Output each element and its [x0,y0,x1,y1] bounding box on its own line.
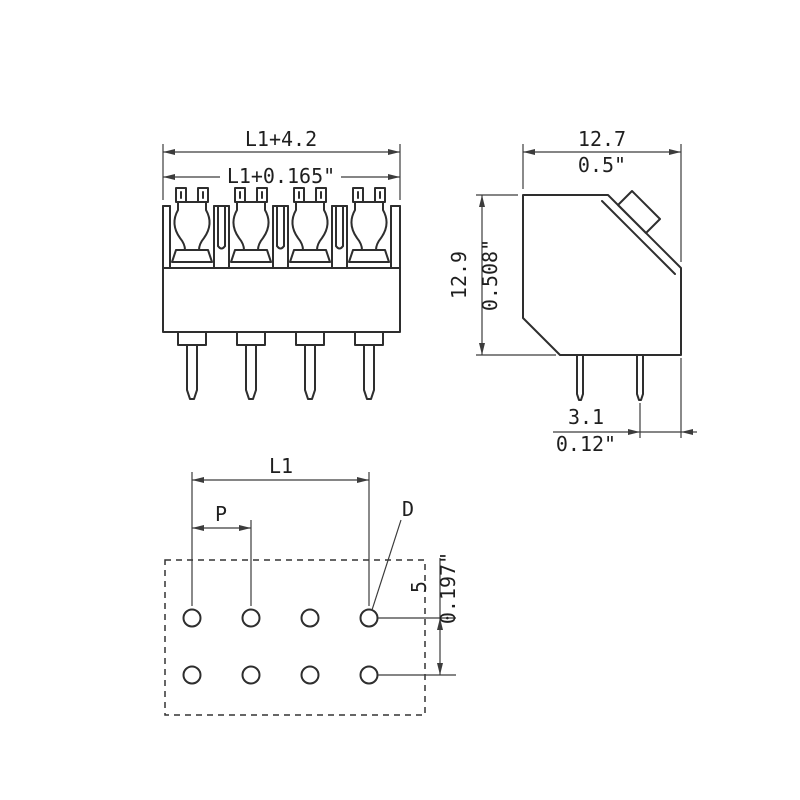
footprint-pitch-label: P [215,502,227,526]
solder-hole [182,665,202,685]
front-width-inch-label: L1+0.165" [227,164,335,188]
clamp-unit-3 [287,187,333,269]
solder-hole [241,665,261,685]
front-width-mm-label: L1+4.2 [245,127,317,151]
side-height-mm-label: 12.9 [447,251,471,299]
chamfer-inner-line [601,200,676,275]
front-view: L1+4.2 L1+0.165" [162,127,401,400]
side-width-mm-label: 12.7 [578,127,626,151]
side-pin-offset-inch-label: 0.12" [556,432,616,456]
solder-hole [182,608,202,628]
housing-slot-2 [276,205,285,250]
solder-hole [359,608,379,628]
solder-hole [300,665,320,685]
solder-hole [359,665,379,685]
side-pin-offset-mm-label: 3.1 [568,405,604,429]
front-pin-4 [354,331,384,400]
clamp-unit-4 [346,187,392,269]
side-width-inch-label: 0.5" [578,153,626,177]
clamp-unit-1 [169,187,215,269]
footprint-view: L1 P D 5 0.197" [164,454,460,716]
footprint-length-label: L1 [269,454,293,478]
housing-slot-3 [335,205,344,250]
side-body-outline [522,194,682,356]
side-view: 12.7 0.5" 12.9 0.508" 3.1 0.12" [447,127,697,456]
side-width-dimension [522,144,682,262]
front-width-dimension [162,144,401,200]
side-height-dimension [476,194,556,356]
solder-hole [241,608,261,628]
footprint-row-spacing-dimension [378,558,456,676]
front-pin-3 [295,331,325,400]
footprint-outline [164,559,426,716]
footprint-row-spacing-inch-label: 0.197" [436,552,460,624]
footprint-row-spacing-mm-label: 5 [407,581,431,593]
solder-hole [300,608,320,628]
footprint-length-dimension [191,472,370,606]
side-pin-left [576,354,584,401]
front-pin-2 [236,331,266,400]
hole-diameter-leader [371,519,402,611]
front-pin-1 [177,331,207,400]
hole-diameter-label: D [402,497,414,521]
housing-slot-1 [217,205,226,250]
side-pin-right [636,354,644,401]
clamp-unit-2 [228,187,274,269]
side-height-inch-label: 0.508" [478,239,502,311]
footprint-pitch-dimension [192,520,252,606]
side-pin-offset-dimension [553,358,697,438]
